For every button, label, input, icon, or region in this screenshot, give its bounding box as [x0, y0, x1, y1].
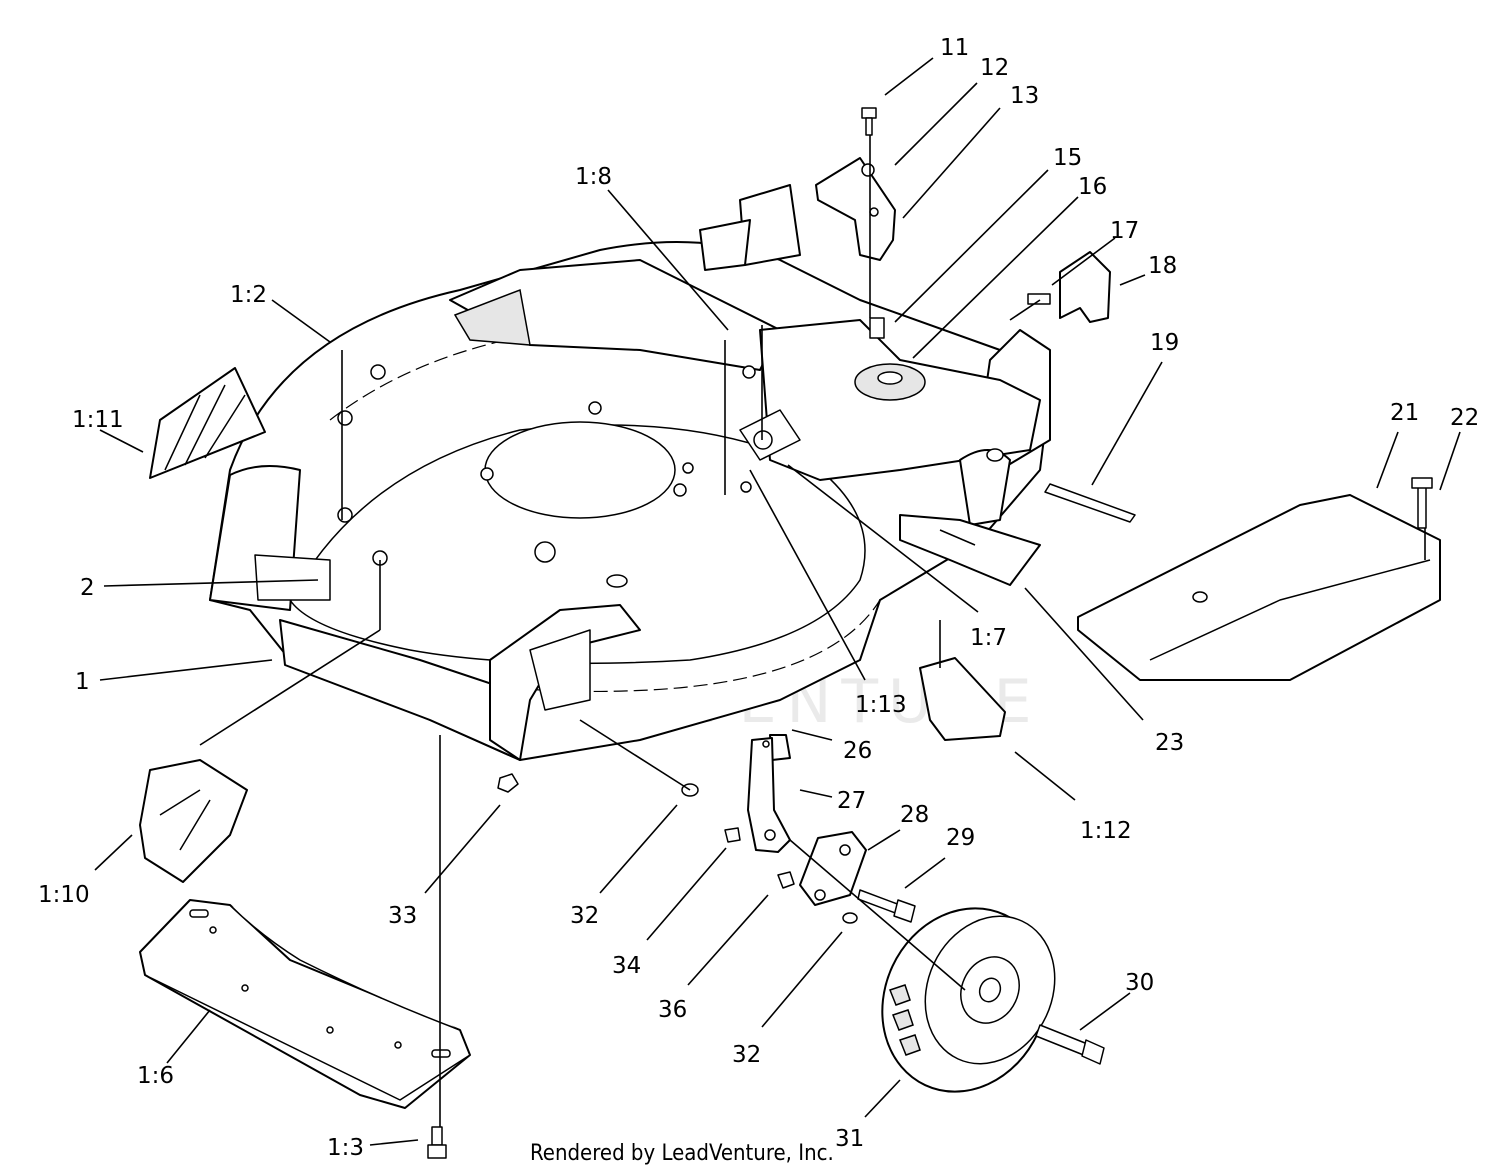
- motor-mount-frame: [739, 319, 1041, 526]
- callout-1-2: 1:2: [230, 282, 267, 308]
- assembly-lines: [199, 135, 1426, 1127]
- callout-33: 33: [388, 903, 417, 929]
- callout-17: 17: [1110, 218, 1139, 244]
- part-19-rod: [1044, 483, 1136, 523]
- callout-36: 36: [658, 997, 687, 1023]
- side-bracket: [1027, 251, 1111, 323]
- callout-leaders: [94, 57, 1461, 1146]
- callout-1: 1: [75, 669, 90, 695]
- callout-1-12: 1:12: [1080, 818, 1132, 844]
- bolt-29: [857, 889, 916, 923]
- callout-32-b: 32: [732, 1042, 761, 1068]
- callout-labels: 11 12 13 15 16 17 18 19 21 22 1:8 1:2 1:…: [38, 35, 1479, 1161]
- rear-flap: [1077, 494, 1441, 681]
- callout-28: 28: [900, 802, 929, 828]
- skid-plate: [139, 899, 471, 1109]
- callout-1-10: 1:10: [38, 882, 90, 908]
- axle-bolt-30: [1035, 1024, 1105, 1065]
- callout-16: 16: [1078, 174, 1107, 200]
- callout-29: 29: [946, 825, 975, 851]
- height-plate: [747, 734, 791, 853]
- pivot-28: [799, 831, 867, 906]
- callout-31: 31: [835, 1126, 864, 1152]
- callout-23: 23: [1155, 730, 1184, 756]
- callout-1-3: 1:3: [327, 1135, 364, 1161]
- callout-30: 30: [1125, 970, 1154, 996]
- screw-1-3: [427, 1126, 447, 1159]
- callout-26: 26: [843, 738, 872, 764]
- callout-15: 15: [1053, 145, 1082, 171]
- top-bracket: [815, 107, 896, 339]
- callout-32-a: 32: [570, 903, 599, 929]
- hardware-small: [497, 773, 858, 924]
- callout-19: 19: [1150, 330, 1179, 356]
- callout-22: 22: [1450, 405, 1479, 431]
- baffle-1-10: [139, 759, 248, 883]
- callout-1-11: 1:11: [72, 407, 124, 433]
- front-wheel: [881, 907, 1056, 1093]
- baffle-1-12: [919, 657, 1006, 741]
- callout-27: 27: [837, 788, 866, 814]
- baffle-1-11: [149, 367, 266, 479]
- bolt-22: [1411, 477, 1433, 529]
- callout-1-8: 1:8: [575, 164, 612, 190]
- callout-21: 21: [1390, 400, 1419, 426]
- callout-13: 13: [1010, 83, 1039, 109]
- callout-11: 11: [940, 35, 969, 61]
- credit-line: Rendered by LeadVenture, Inc.: [530, 1141, 834, 1166]
- callout-34: 34: [612, 953, 641, 979]
- callout-18: 18: [1148, 253, 1177, 279]
- callout-2: 2: [80, 575, 95, 601]
- callout-1-6: 1:6: [137, 1063, 174, 1089]
- callout-1-13: 1:13: [855, 692, 907, 718]
- callout-1-7: 1:7: [970, 625, 1007, 651]
- rear-axle-bar: [899, 514, 1041, 586]
- callout-12: 12: [980, 55, 1009, 81]
